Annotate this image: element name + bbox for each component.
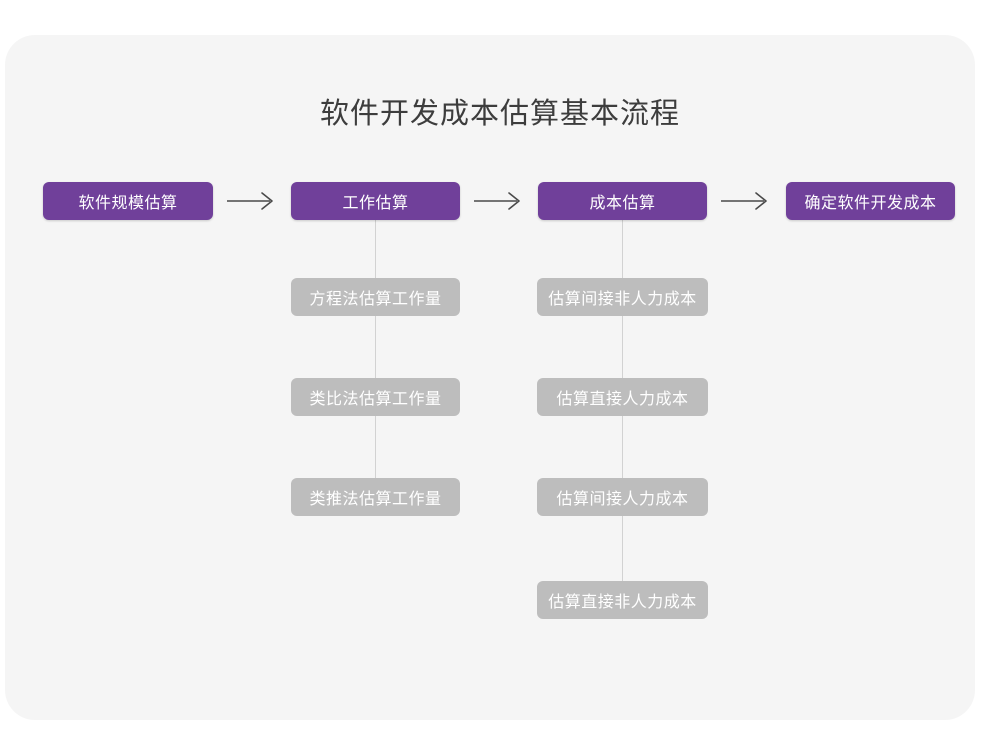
branch-item-label: 类比法估算工作量 (309, 391, 442, 408)
flow-step-label: 确定软件开发成本 (804, 195, 937, 212)
page-title: 软件开发成本估算基本流程 (319, 98, 680, 130)
diagram-card (5, 35, 975, 720)
branch-item-analogy-method[interactable]: 类比法估算工作量 (291, 378, 460, 416)
branch-item-label: 估算直接非人力成本 (548, 594, 697, 611)
branch-item-label: 类推法估算工作量 (309, 491, 442, 508)
branch-item-label: 估算直接人力成本 (556, 391, 689, 408)
branch-item-indirect-labor-cost[interactable]: 估算间接人力成本 (537, 478, 708, 516)
branch-item-label: 方程法估算工作量 (309, 291, 442, 308)
flow-step-label: 软件规模估算 (78, 195, 178, 212)
branch-item-label: 估算间接人力成本 (556, 491, 689, 508)
arrow-icon-2 (473, 190, 525, 212)
branch-item-indirect-nonlabor-cost[interactable]: 估算间接非人力成本 (537, 278, 708, 316)
branch-item-label: 估算间接非人力成本 (548, 291, 697, 308)
branch-item-direct-labor-cost[interactable]: 估算直接人力成本 (537, 378, 708, 416)
branch-item-inference-method[interactable]: 类推法估算工作量 (291, 478, 460, 516)
connector-line-branch-1 (375, 218, 376, 500)
branch-item-direct-nonlabor-cost[interactable]: 估算直接非人力成本 (537, 581, 708, 619)
flow-step-effort-estimation[interactable]: 工作估算 (291, 182, 460, 220)
flow-step-software-size-estimation[interactable]: 软件规模估算 (43, 182, 213, 220)
flow-step-label: 成本估算 (589, 195, 656, 212)
arrow-icon-3 (720, 190, 772, 212)
flow-step-determine-development-cost[interactable]: 确定软件开发成本 (786, 182, 955, 220)
flow-step-label: 工作估算 (342, 195, 409, 212)
arrow-icon-1 (226, 190, 278, 212)
branch-item-equation-method[interactable]: 方程法估算工作量 (291, 278, 460, 316)
flow-step-cost-estimation[interactable]: 成本估算 (538, 182, 707, 220)
